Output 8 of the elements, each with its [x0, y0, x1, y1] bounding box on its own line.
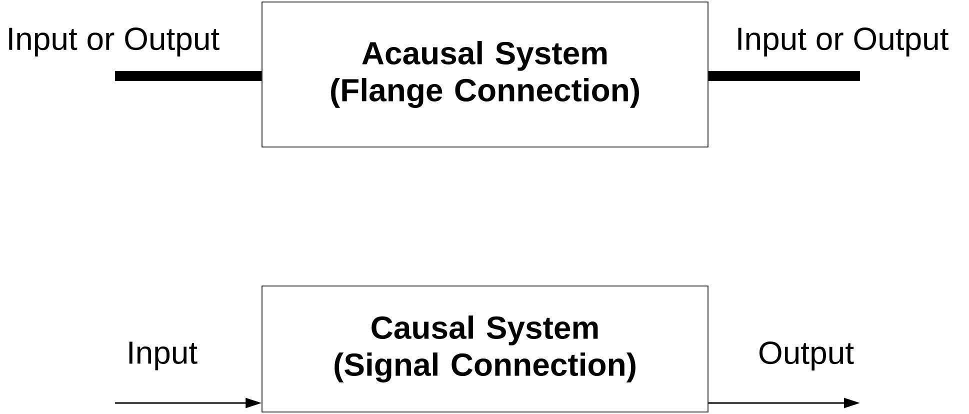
edge-label: Input — [125, 340, 199, 372]
thick-connector — [708, 71, 860, 81]
edge-label: Input or Output — [5, 26, 221, 58]
thick-connector — [115, 71, 262, 81]
edge-label: Output — [756, 340, 856, 372]
system-box: Acausal System (Flange Connection) — [262, 2, 708, 148]
edge-label: Input or Output — [734, 26, 950, 58]
system-box: Causal System (Signal Connection) — [262, 286, 708, 412]
